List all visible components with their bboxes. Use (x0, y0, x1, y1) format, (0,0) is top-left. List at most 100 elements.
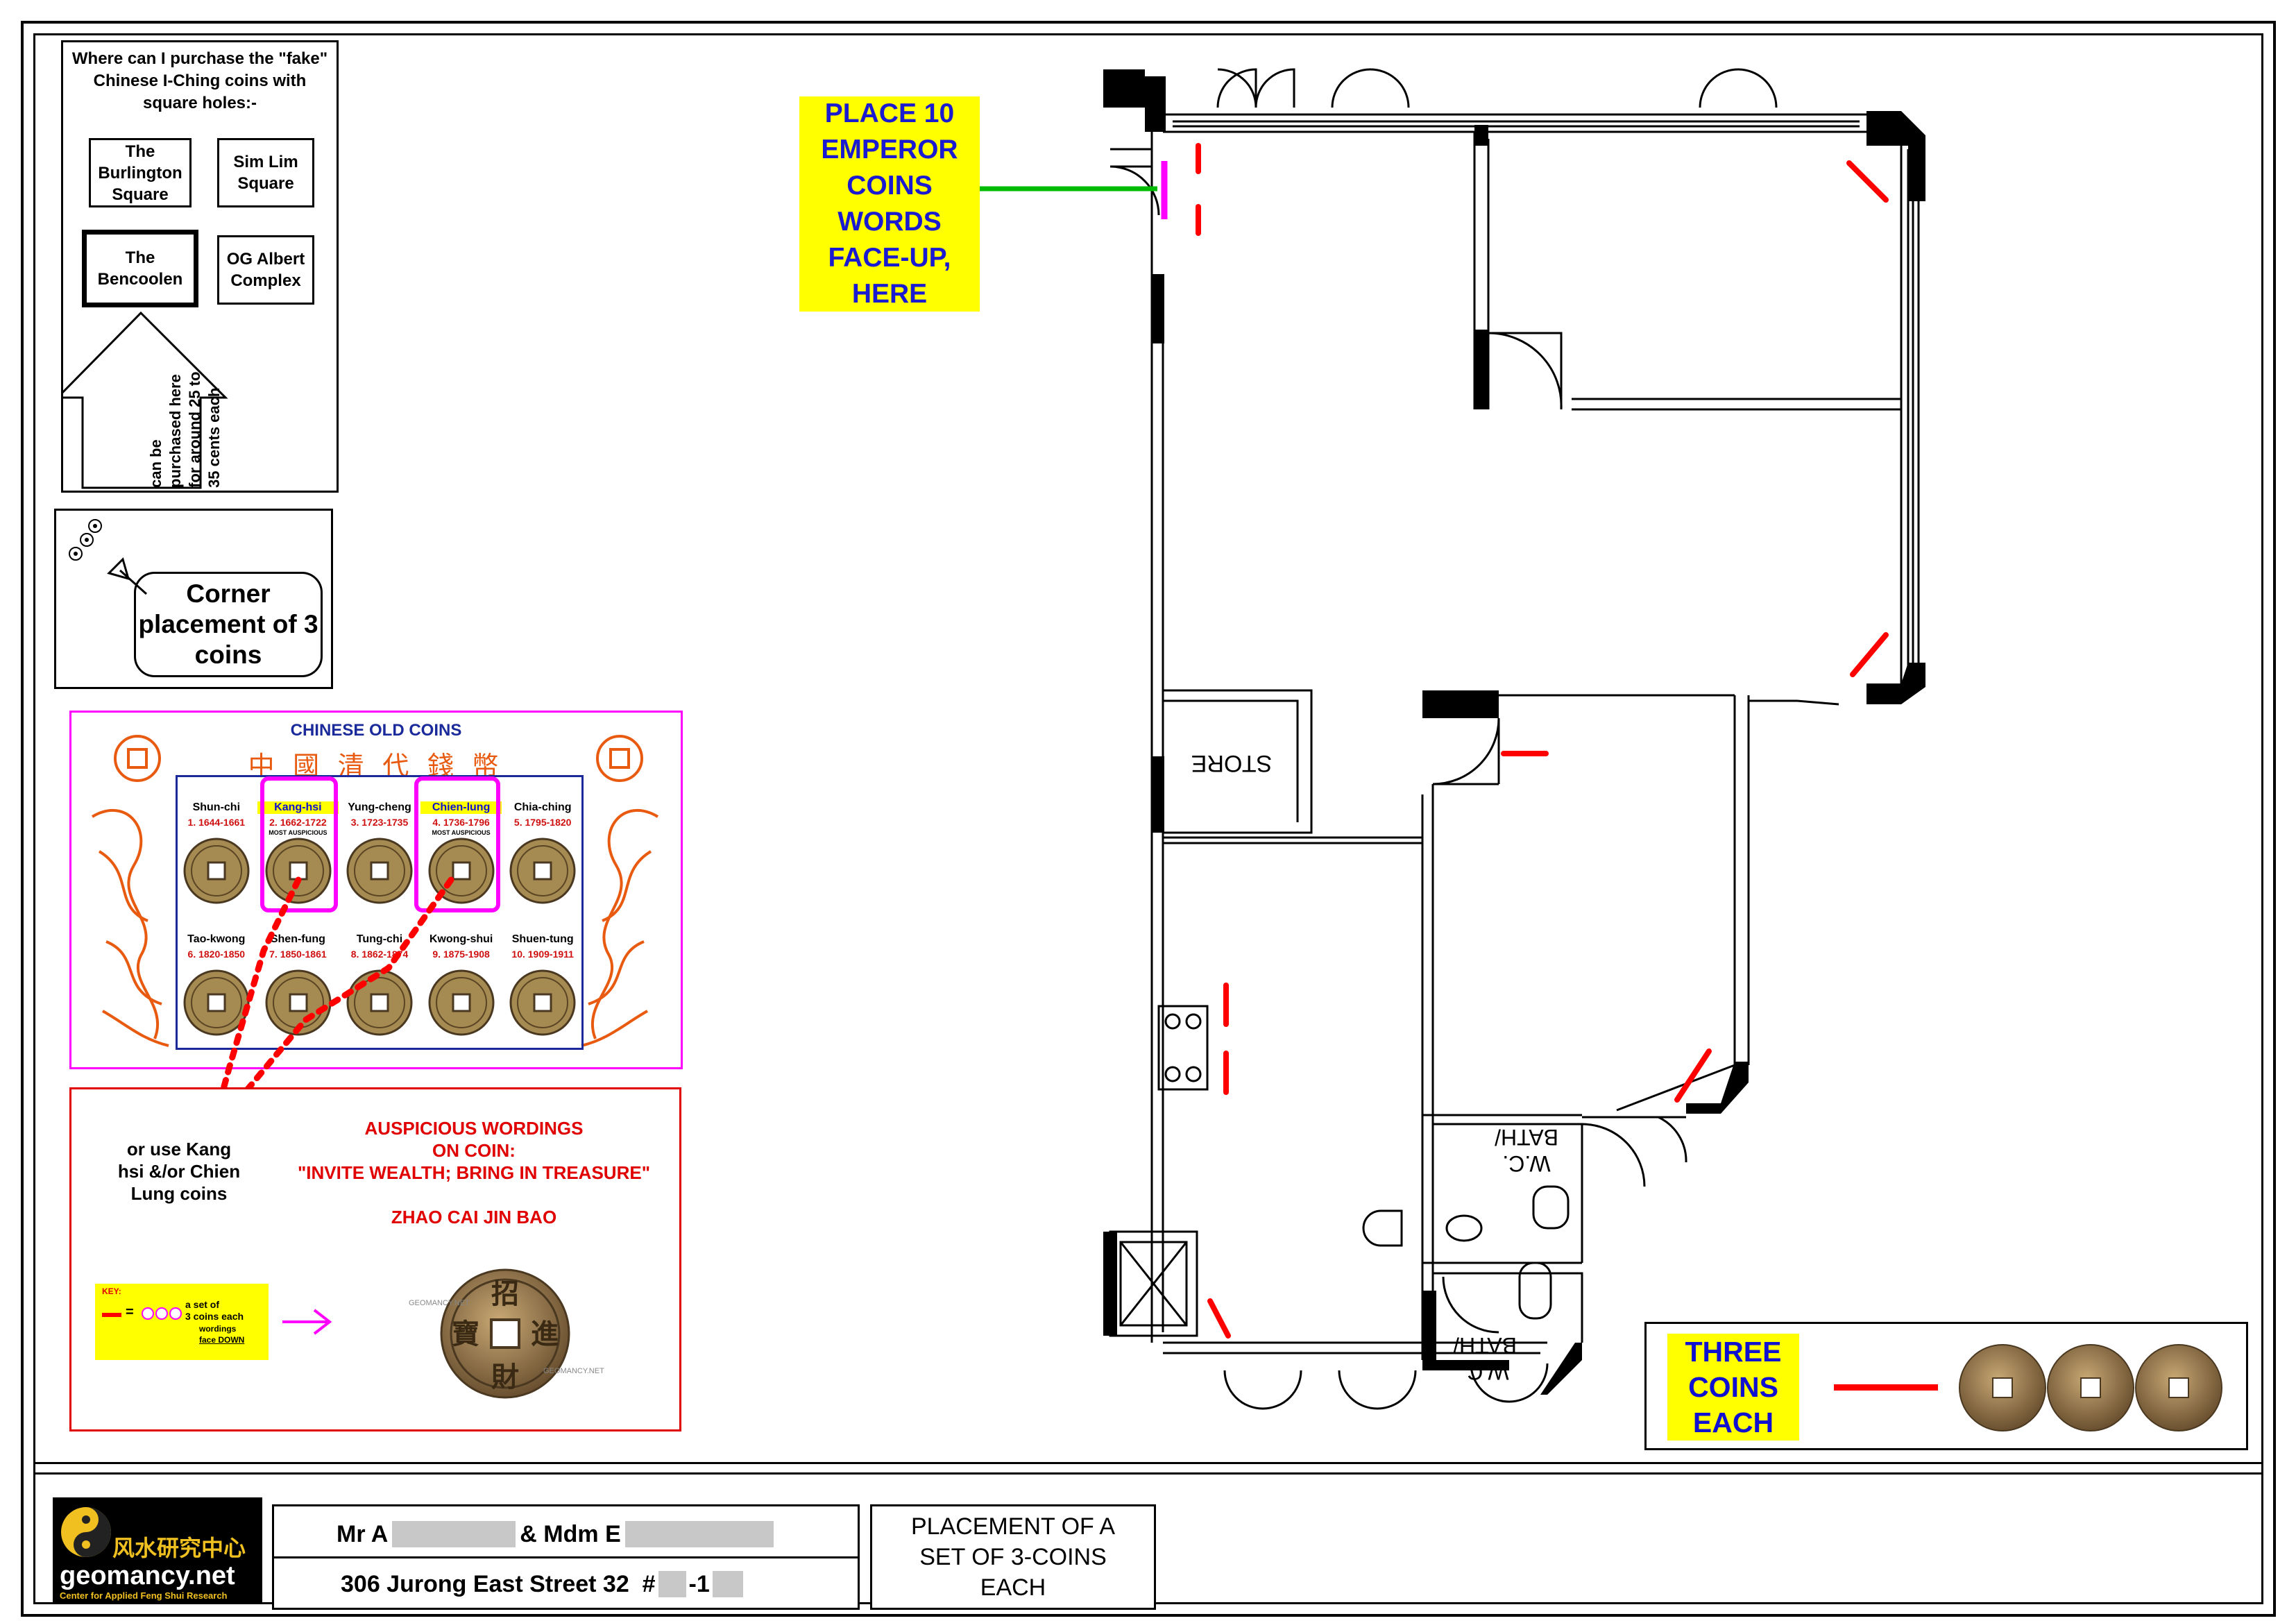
coin-years: 10. 1909-1911 (511, 949, 574, 960)
coin-name: Chien-lung (420, 801, 502, 814)
coin-icon (428, 969, 495, 1036)
bath-wc-1: W.C. BATH/ (1485, 1124, 1568, 1177)
wordings-panel: or use Kang hsi &/or Chien Lung coins AU… (69, 1087, 681, 1431)
coin-cell: Tao-kwong 6. 1820-1850 (176, 914, 257, 1039)
wc-label-1: W.C. (1502, 1151, 1551, 1176)
coin-name: Kwong-shui (429, 933, 493, 945)
client-prefix: Mr A (337, 1520, 389, 1547)
corner-panel: Corner placement of 3 coins (54, 509, 333, 689)
coin-icon (509, 969, 576, 1036)
title-divider-2 (33, 1472, 2263, 1475)
place-coins-note: PLACE 10 EMPEROR COINS WORDS FACE-UP, HE… (799, 96, 980, 312)
coin-name: Tao-kwong (187, 933, 246, 945)
redacted-name-1 (392, 1521, 516, 1547)
up-arrow-icon (63, 311, 228, 489)
coin-years: 9. 1875-1908 (432, 949, 490, 960)
shop-sim-lim: Sim Lim Square (217, 138, 314, 207)
coin-icon (265, 838, 332, 904)
key-box: KEY: = a set of 3 coins each wordings fa… (95, 1284, 269, 1360)
coin-icon (265, 969, 332, 1036)
coin-cell: Shuen-tung 10. 1909-1911 (502, 914, 584, 1039)
coin-chart-title: CHINESE OLD COINS (290, 721, 462, 740)
kang-hsi-highlight (260, 776, 338, 912)
address-text: 306 Jurong East Street 32 # (341, 1570, 656, 1597)
client-line: Mr A & Mdm E (337, 1519, 774, 1549)
big-coin-icon: 招 財 寶 進 (440, 1268, 570, 1399)
geomancy-logo: 风水研究中心 geomancy.net Center for Applied F… (53, 1497, 262, 1603)
outer-frame (21, 21, 2276, 1617)
most-auspicious-label: MOST AUSPICIOUS (432, 829, 491, 836)
coin-years: 4. 1736-1796 (432, 817, 490, 828)
wordings-line3: "INVITE WEALTH; BRING IN TREASURE" (297, 1162, 651, 1183)
title-divider (33, 1462, 2263, 1464)
coin-cell: Kwong-shui 9. 1875-1908 (420, 914, 502, 1039)
red-marker-sample (1834, 1384, 1938, 1391)
drawing-title: PLACEMENT OF A SET OF 3-COINS EACH (870, 1504, 1156, 1610)
coin-name: Kang-hsi (257, 801, 339, 814)
coin-years: 2. 1662-1722 (269, 817, 327, 828)
coin-years: 1. 1644-1661 (187, 817, 246, 828)
or-use-note: or use Kang hsi &/or Chien Lung coins (117, 1139, 241, 1204)
redacted-unit-2 (712, 1571, 743, 1597)
bath-label-1: BATH/ (1495, 1125, 1558, 1150)
coin-icon (183, 969, 250, 1036)
client-block: Mr A & Mdm E 306 Jurong East Street 32 #… (272, 1504, 860, 1610)
three-coins-panel: THREE COINS EACH (1644, 1322, 2248, 1450)
big-coin-area: 招 財 寶 進 GEOMANCY.NET GEOMANCY.NET (384, 1263, 627, 1402)
wordings-title: AUSPICIOUS WORDINGS (364, 1118, 584, 1139)
svg-text:寶: 寶 (452, 1319, 479, 1350)
coin-name: Shuen-tung (511, 933, 574, 945)
key-line1: a set of (185, 1299, 220, 1310)
shop-bencoolen: The Bencoolen (82, 230, 198, 307)
logo-chinese: 风水研究中心 (112, 1536, 246, 1561)
client-divider (274, 1556, 858, 1558)
watermark-1: GEOMANCY.NET (409, 1299, 470, 1307)
key-line2: 3 coins each (185, 1311, 244, 1322)
purchase-panel: Where can I purchase the "fake" Chinese … (61, 40, 339, 493)
key-line4: face DOWN (199, 1335, 245, 1345)
address-line: 306 Jurong East Street 32 # -1 (341, 1567, 743, 1601)
bath-wc-2: W.C. BATH/ (1443, 1332, 1527, 1385)
right-arrow-icon (282, 1309, 332, 1335)
key-line3: wordings (199, 1324, 237, 1334)
coin-name: Yung-cheng (348, 801, 411, 813)
most-auspicious-label: MOST AUSPICIOUS (269, 829, 328, 836)
coin-grid-frame (176, 775, 584, 1050)
corner-coins-icon (69, 519, 148, 595)
wordings-line2: ON COIN: (432, 1140, 516, 1161)
logo-subtitle: Center for Applied Feng Shui Research (60, 1590, 228, 1601)
coin-row-2: Tao-kwong 6. 1820-1850 Shen-fung 7. 1850-18… (176, 914, 584, 1046)
coin-icon (509, 838, 576, 904)
svg-text:進: 進 (531, 1319, 559, 1350)
address-mid: -1 (688, 1570, 710, 1597)
coin-icon (183, 838, 250, 904)
three-coins-note: THREE COINS EACH (1667, 1334, 1799, 1441)
coin-years: 3. 1723-1735 (350, 817, 409, 828)
bath-label-2: BATH/ (1453, 1333, 1517, 1358)
svg-text:招: 招 (491, 1279, 519, 1309)
shop-og-albert: OG Albert Complex (217, 235, 314, 305)
wc-label-2: W.C. (1461, 1359, 1509, 1384)
key-label: KEY: (102, 1286, 121, 1296)
coin-name: Tung-chi (356, 933, 403, 945)
coin-years: 7. 1850-1861 (269, 949, 327, 960)
redacted-name-2 (624, 1521, 774, 1547)
chien-lung-highlight (414, 776, 500, 912)
shop-burlington: The Burlington Square (89, 138, 192, 207)
coin-years: 6. 1820-1850 (187, 949, 246, 960)
wordings-pinyin: ZHAO CAI JIN BAO (391, 1207, 557, 1227)
three-coins-icon (1959, 1344, 2222, 1431)
purchase-question: Where can I purchase the "fake" Chinese … (71, 49, 328, 112)
coin-icon (346, 838, 413, 904)
key-red-mark (102, 1313, 121, 1317)
coin-name: Shen-fung (270, 933, 325, 945)
key-equals: = (126, 1305, 134, 1320)
yin-yang-icon (61, 1507, 111, 1557)
corner-note: Corner placement of 3 coins (134, 572, 323, 677)
